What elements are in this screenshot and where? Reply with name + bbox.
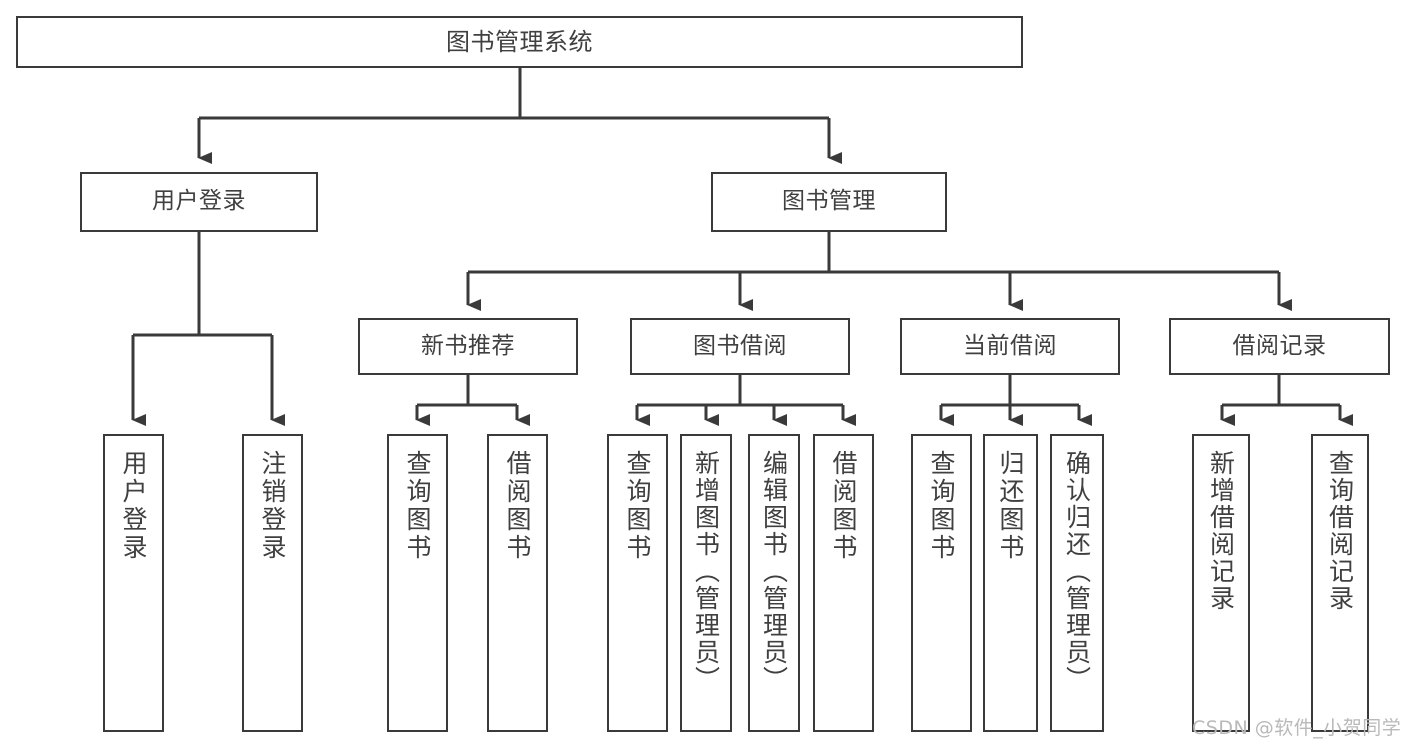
node-book-management[interactable]: 图书管理 [711, 172, 947, 232]
node-leaf-borrow-book-borrow[interactable]: 借阅图书 [813, 434, 874, 732]
node-leaf-return-book[interactable]: 归还图书 [983, 434, 1038, 732]
node-borrow-record[interactable]: 借阅记录 [1169, 318, 1390, 375]
node-label: 注销登录 [258, 450, 287, 562]
node-leaf-query-book-recommend[interactable]: 查询图书 [387, 434, 448, 732]
node-label: 新书推荐 [421, 332, 515, 359]
node-leaf-confirm-return-admin[interactable]: 确认归还（管理员） [1050, 434, 1104, 732]
node-label: 图书借阅 [693, 332, 787, 359]
node-leaf-query-book-borrow[interactable]: 查询图书 [607, 434, 668, 732]
node-leaf-edit-book-admin[interactable]: 编辑图书（管理员） [748, 434, 800, 732]
node-leaf-add-borrow-record[interactable]: 新增借阅记录 [1192, 434, 1250, 732]
node-label: 新增图书（管理员） [691, 450, 721, 693]
node-leaf-user-login[interactable]: 用户登录 [103, 434, 164, 732]
node-label: 查询图书 [927, 450, 956, 562]
node-book-borrow[interactable]: 图书借阅 [630, 318, 850, 375]
node-leaf-borrow-book-recommend[interactable]: 借阅图书 [487, 434, 548, 732]
node-label: 确认归还（管理员） [1062, 450, 1092, 693]
csdn-watermark: CSDN @软件_小贺同学 [1192, 717, 1402, 739]
node-leaf-add-book-admin[interactable]: 新增图书（管理员） [680, 434, 732, 732]
node-label: 查询图书 [623, 450, 652, 562]
node-label: 查询图书 [403, 450, 432, 562]
node-label: 用户登录 [152, 188, 246, 215]
node-label: 当前借阅 [963, 332, 1057, 359]
node-label: 查询借阅记录 [1325, 450, 1355, 612]
node-leaf-query-book-current[interactable]: 查询图书 [911, 434, 972, 732]
node-current-borrow[interactable]: 当前借阅 [900, 318, 1120, 375]
node-label: 归还图书 [996, 450, 1025, 562]
node-leaf-query-borrow-record[interactable]: 查询借阅记录 [1311, 434, 1369, 732]
node-label: 借阅图书 [503, 450, 532, 562]
node-label: 借阅图书 [829, 450, 858, 562]
node-label: 编辑图书（管理员） [759, 450, 789, 693]
node-label: 用户登录 [119, 450, 148, 562]
node-leaf-logout-login[interactable]: 注销登录 [242, 434, 303, 732]
node-label: 新增借阅记录 [1206, 450, 1236, 612]
node-label: 图书管理系统 [446, 27, 593, 56]
node-new-book-recommend[interactable]: 新书推荐 [358, 318, 578, 375]
node-root-book-management-system[interactable]: 图书管理系统 [16, 16, 1023, 68]
node-label: 图书管理 [782, 188, 876, 215]
node-user-login[interactable]: 用户登录 [80, 172, 318, 232]
node-label: 借阅记录 [1232, 332, 1327, 359]
